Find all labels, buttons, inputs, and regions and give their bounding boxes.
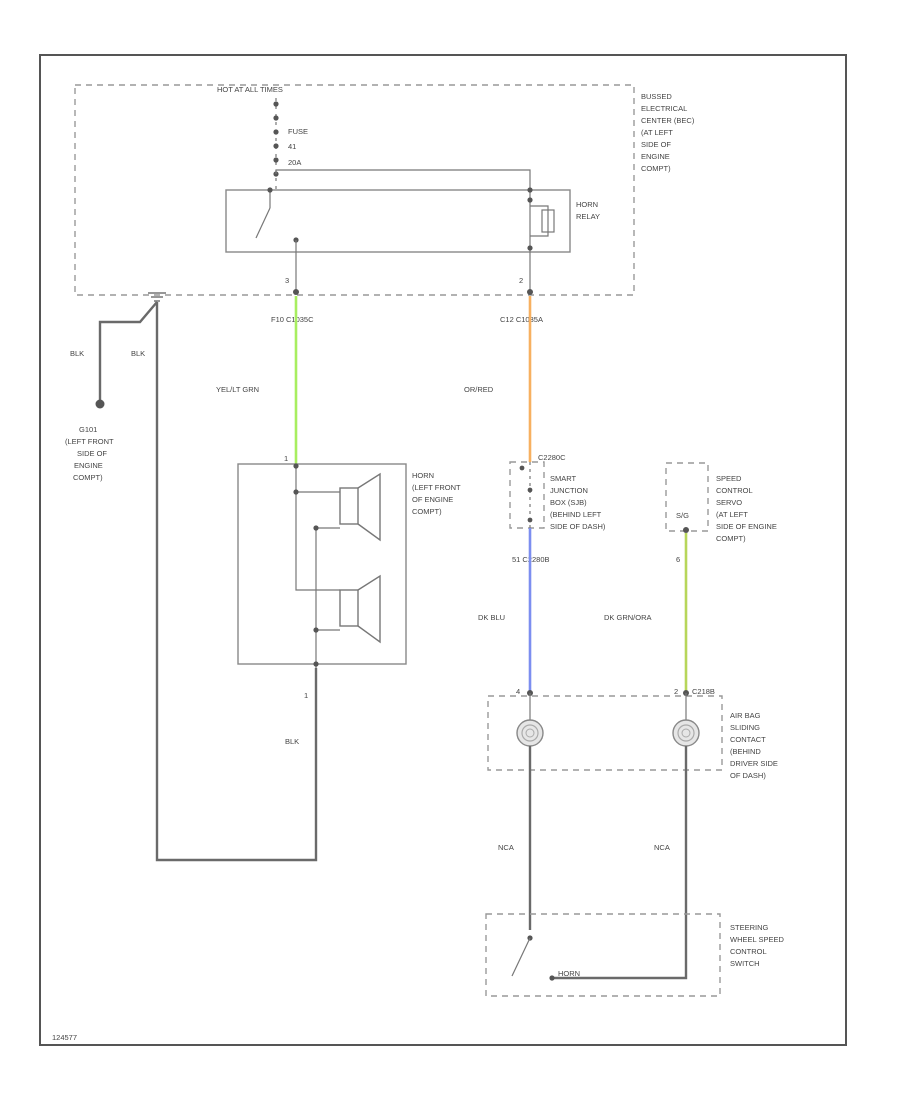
ground-wire-g101 — [98, 301, 158, 402]
relay-switch — [255, 187, 299, 252]
svg-text:SIDE OF DASH): SIDE OF DASH) — [550, 522, 606, 531]
svg-text:SWITCH: SWITCH — [730, 959, 760, 968]
svg-text:AIR BAG: AIR BAG — [730, 711, 761, 720]
svg-text:CONTROL: CONTROL — [716, 486, 753, 495]
svg-text:SIDE OF: SIDE OF — [77, 449, 107, 458]
clockspring-pin-right: 2 — [674, 687, 678, 696]
hot-at-all-times-label: HOT AT ALL TIMES — [217, 85, 283, 94]
svg-text:COMPT): COMPT) — [73, 473, 103, 482]
svg-text:BUSSED: BUSSED — [641, 92, 672, 101]
svg-text:HORN: HORN — [412, 471, 434, 480]
sjb-dashed-box — [509, 461, 545, 529]
svg-text:(LEFT FRONT: (LEFT FRONT — [65, 437, 114, 446]
svg-text:CONTACT: CONTACT — [730, 735, 766, 744]
wire-nca-right-label: NCA — [654, 843, 670, 852]
relay-pin-3: 3 — [285, 276, 289, 285]
svg-text:SPEED: SPEED — [716, 474, 742, 483]
wire-yel-lt-grn-label: YEL/LT GRN — [216, 385, 259, 394]
svg-text:WHEEL SPEED: WHEEL SPEED — [730, 935, 784, 944]
ground-symbol — [148, 292, 166, 302]
clockspring-description: AIR BAG SLIDING CONTACT (BEHIND DRIVER S… — [730, 711, 778, 780]
horn-pin-top: 1 — [284, 454, 288, 463]
wire-dk-grn-ora-label: DK GRN/ORA — [604, 613, 652, 622]
svg-text:41: 41 — [288, 142, 296, 151]
steering-switch-dashed-box — [485, 913, 721, 997]
horn-description: HORN (LEFT FRONT OF ENGINE COMPT) — [412, 471, 461, 516]
wire-blk-ground-left: BLK — [70, 349, 84, 358]
horn-relay-box — [225, 189, 571, 253]
svg-text:BOX (SJB): BOX (SJB) — [550, 498, 587, 507]
svg-text:JUNCTION: JUNCTION — [550, 486, 588, 495]
sjb-description: SMART JUNCTION BOX (SJB) (BEHIND LEFT SI… — [550, 474, 606, 531]
clockspring-contact-icon — [516, 719, 544, 747]
bec-description: BUSSED ELECTRICAL CENTER (BEC) (AT LEFT … — [641, 92, 695, 173]
svg-text:ENGINE: ENGINE — [74, 461, 103, 470]
wire-dk-blu-label: DK BLU — [478, 613, 505, 622]
horn-relay-label: HORN RELAY — [576, 200, 600, 221]
svg-text:COMPT): COMPT) — [716, 534, 746, 543]
horn-speaker-icon — [339, 472, 381, 542]
horn-box — [237, 463, 407, 665]
svg-text:G101: G101 — [79, 425, 97, 434]
svg-text:SIDE OF: SIDE OF — [641, 140, 671, 149]
svg-text:(BEHIND LEFT: (BEHIND LEFT — [550, 510, 602, 519]
diagram-code: 124577 — [52, 1033, 77, 1042]
sjb-connector-top: C2280C — [538, 453, 566, 462]
clockspring-connector: C218B — [692, 687, 715, 696]
svg-text:COMPT): COMPT) — [641, 164, 671, 173]
svg-text:(LEFT FRONT: (LEFT FRONT — [412, 483, 461, 492]
speed-servo-pin: 6 — [676, 555, 680, 564]
svg-text:20A: 20A — [288, 158, 301, 167]
svg-text:CONTROL: CONTROL — [730, 947, 767, 956]
wire-nca-left-label: NCA — [498, 843, 514, 852]
relay-pin-2: 2 — [519, 276, 523, 285]
svg-text:OF DASH): OF DASH) — [730, 771, 766, 780]
fuse-41: FUSE 41 20A — [273, 98, 308, 190]
connector-c1035a: C12 C1035A — [500, 315, 543, 324]
wire-nca-right — [552, 746, 688, 980]
sjb-internal-bus — [519, 462, 533, 528]
steering-switch-description: STEERING WHEEL SPEED CONTROL SWITCH — [730, 923, 784, 968]
connector-c1035c: F10 C1035C — [271, 315, 314, 324]
horn-speaker-icon — [339, 574, 381, 644]
svg-text:OF ENGINE: OF ENGINE — [412, 495, 453, 504]
bec-dashed-box — [74, 84, 635, 296]
svg-text:STEERING: STEERING — [730, 923, 769, 932]
relay-feed-line — [275, 169, 531, 190]
svg-text:SERVO: SERVO — [716, 498, 742, 507]
horn-internal-wiring — [293, 463, 340, 668]
svg-text:SLIDING: SLIDING — [730, 723, 760, 732]
speed-servo-dashed-box — [665, 462, 709, 532]
svg-text:(AT LEFT: (AT LEFT — [716, 510, 748, 519]
wire-blk-horn-label: BLK — [285, 737, 299, 746]
svg-text:CENTER (BEC): CENTER (BEC) — [641, 116, 695, 125]
svg-text:RELAY: RELAY — [576, 212, 600, 221]
wire-or-red-label: OR/RED — [464, 385, 494, 394]
horn-switch-label: HORN — [558, 969, 580, 978]
svg-text:(BEHIND: (BEHIND — [730, 747, 761, 756]
svg-text:ELECTRICAL: ELECTRICAL — [641, 104, 687, 113]
speed-servo-connector: S/G — [676, 511, 689, 520]
svg-text:COMPT): COMPT) — [412, 507, 442, 516]
svg-text:HORN: HORN — [576, 200, 598, 209]
speed-servo-description: SPEED CONTROL SERVO (AT LEFT SIDE OF ENG… — [716, 474, 777, 543]
horn-pin-bottom: 1 — [304, 691, 308, 700]
wire-blk-ground-right: BLK — [131, 349, 145, 358]
svg-text:FUSE: FUSE — [288, 127, 308, 136]
horn-ground-return-wire — [155, 302, 318, 862]
svg-text:DRIVER SIDE: DRIVER SIDE — [730, 759, 778, 768]
svg-text:ENGINE: ENGINE — [641, 152, 670, 161]
relay-coil — [527, 187, 555, 252]
svg-text:(AT LEFT: (AT LEFT — [641, 128, 673, 137]
clockspring-contact-icon — [672, 719, 700, 747]
ground-g101-label: G101 (LEFT FRONT SIDE OF ENGINE COMPT) — [65, 425, 114, 482]
horn-switch-icon — [511, 935, 555, 981]
svg-text:SIDE OF ENGINE: SIDE OF ENGINE — [716, 522, 777, 531]
svg-text:SMART: SMART — [550, 474, 577, 483]
diagram-frame — [39, 54, 847, 1046]
clockspring-pin-left: 4 — [516, 687, 520, 696]
